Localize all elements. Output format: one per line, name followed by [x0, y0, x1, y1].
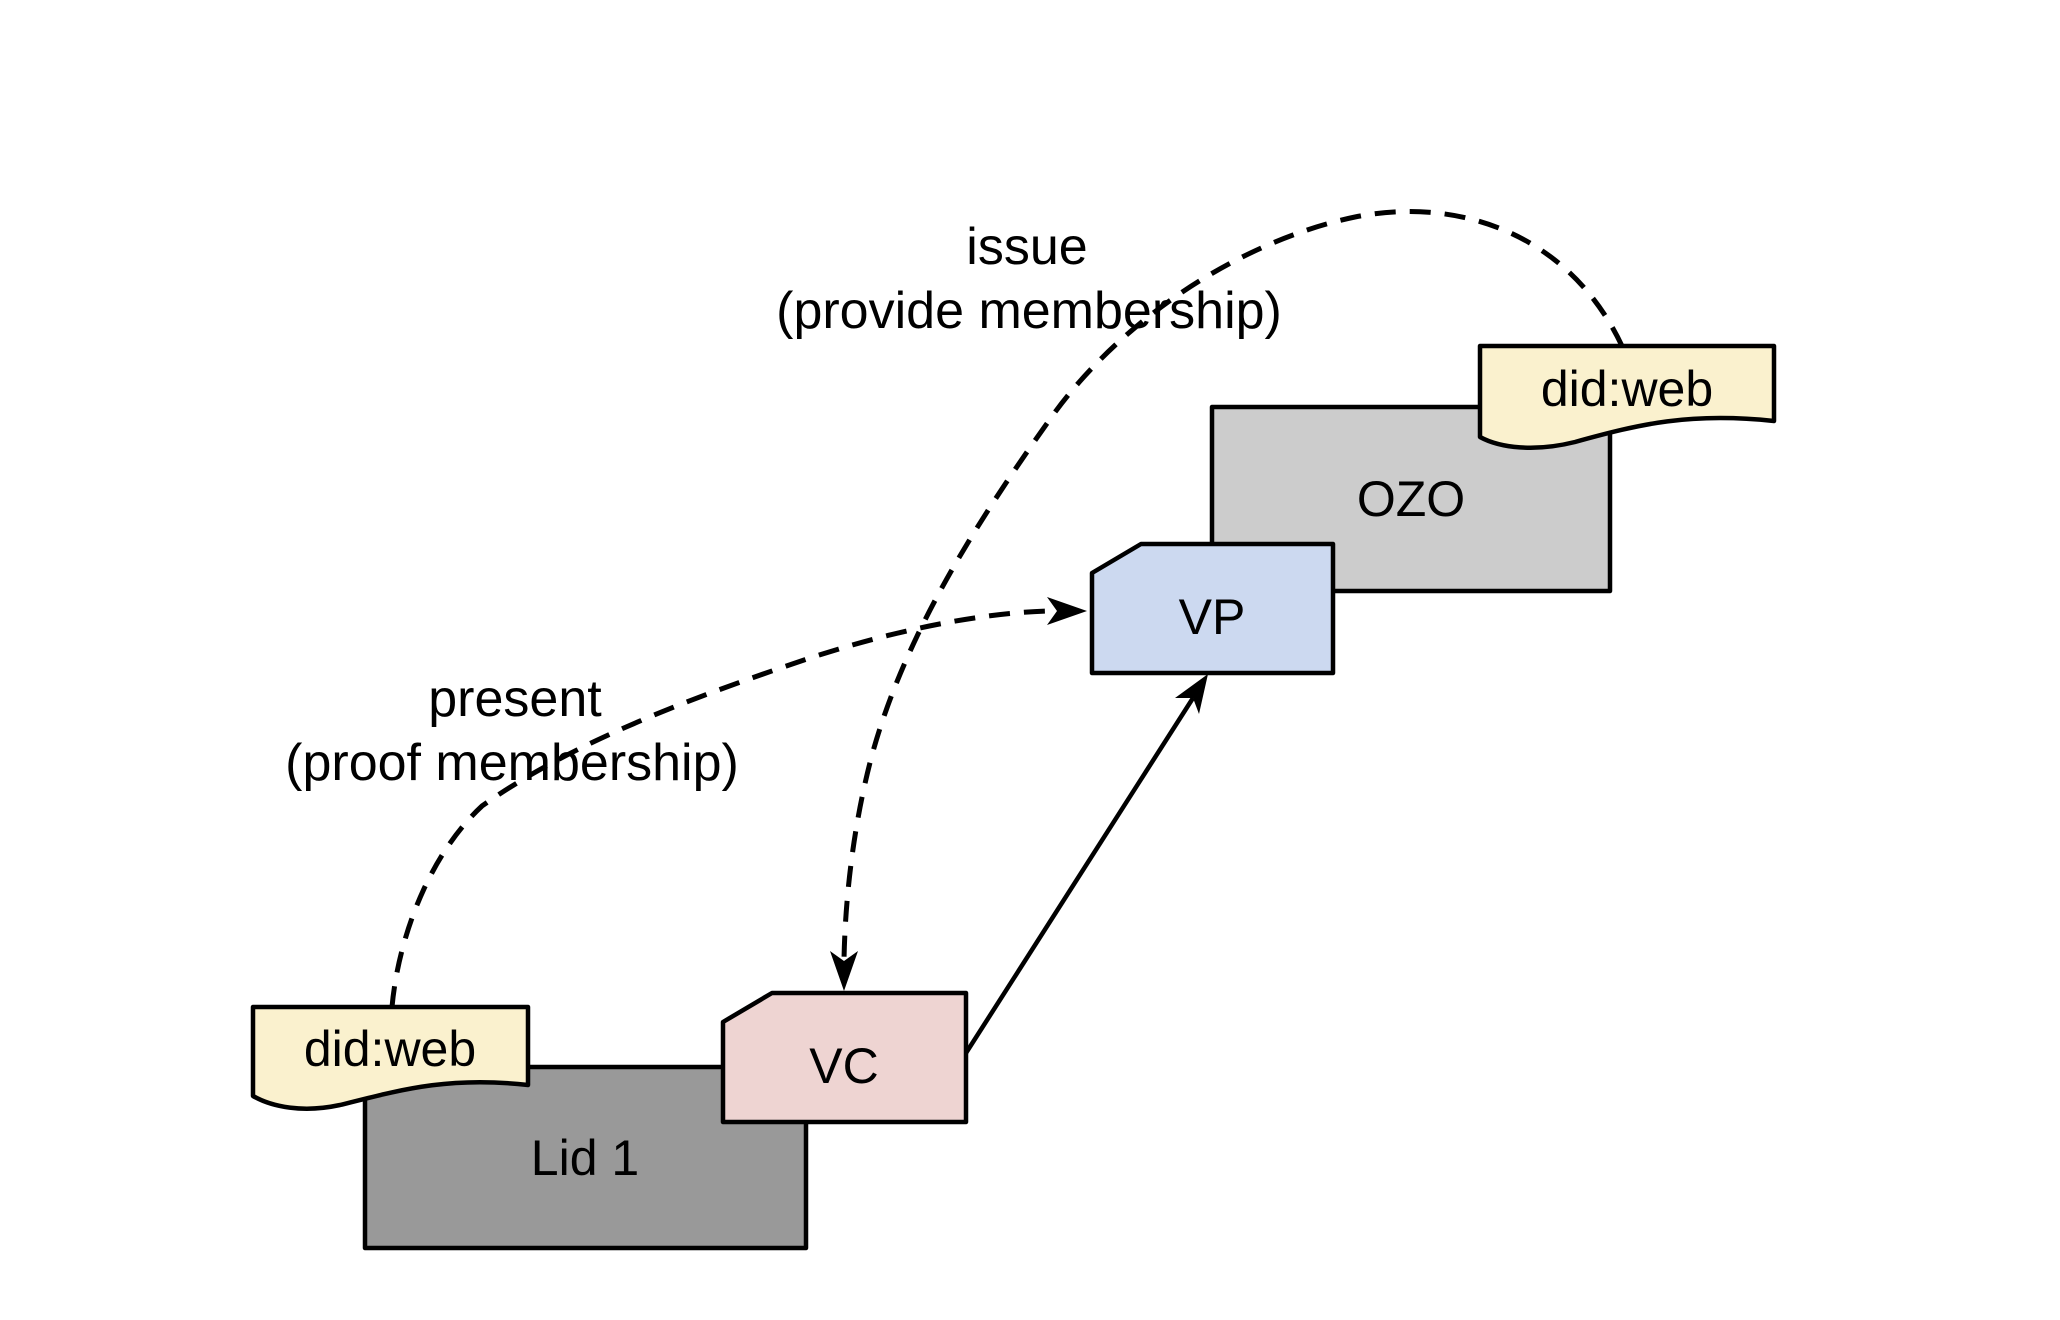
- issue-edge-label: issue (provide membership): [776, 218, 1282, 340]
- present-label-line2: (proof membership): [285, 734, 739, 792]
- didweb-ozo-node: did:web: [1477, 343, 1777, 450]
- didweb-ozo-label: did:web: [1541, 361, 1713, 417]
- vp-card: [1089, 541, 1336, 676]
- lid1-node: Lid 1: [362, 1064, 809, 1251]
- present-label-line1: present: [428, 670, 602, 728]
- vc-to-vp-line: [964, 696, 1195, 1055]
- vc-label: VC: [809, 1038, 878, 1094]
- didweb-lid1-node: did:web: [250, 1004, 531, 1111]
- present-arrow-path: [389, 608, 1053, 1008]
- vc-card: [720, 990, 969, 1125]
- issue-arrow: [830, 209, 1625, 991]
- present-edge-label: present (proof membership): [285, 670, 739, 792]
- vc-to-vp-arrowhead-icon: [1175, 674, 1208, 714]
- vp-label: VP: [1179, 589, 1246, 645]
- vc-to-vp-arrow: [964, 674, 1208, 1055]
- present-arrowhead-right-icon: [1047, 597, 1087, 625]
- lid1-label: Lid 1: [531, 1130, 639, 1186]
- issue-label-line1: issue: [966, 218, 1087, 276]
- issue-label-line2: (provide membership): [776, 282, 1282, 340]
- vc-node: VC: [720, 990, 969, 1125]
- vp-node: VP: [1089, 541, 1336, 676]
- didweb-lid1-document: [250, 1004, 531, 1111]
- present-arrow: [389, 597, 1087, 1008]
- issue-arrow-path: [841, 209, 1625, 961]
- didweb-ozo-document: [1477, 343, 1777, 450]
- didweb-lid1-label: did:web: [304, 1021, 476, 1077]
- issue-arrowhead-down-icon: [830, 951, 858, 991]
- ozo-label: OZO: [1357, 471, 1465, 527]
